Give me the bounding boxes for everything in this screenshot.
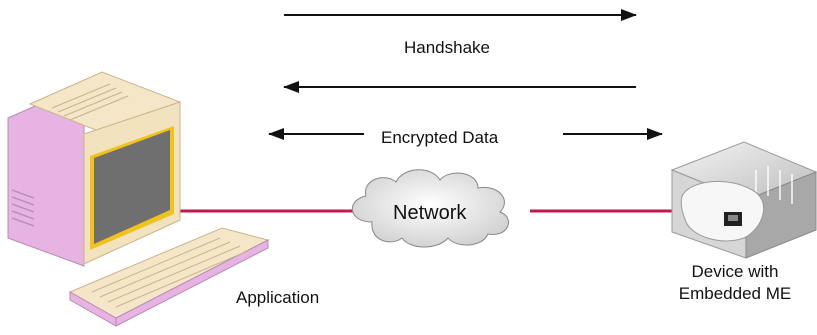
device-label-line2: Embedded ME	[678, 284, 792, 303]
device-label: Device with Embedded ME	[660, 261, 810, 305]
handshake-label: Handshake	[404, 38, 491, 57]
cloud-icon	[351, 169, 509, 248]
device-label-line1: Device with	[691, 262, 779, 281]
desktop-computer-icon	[7, 71, 270, 327]
network-label: Network	[393, 202, 467, 224]
embedded-device-icon	[670, 141, 817, 259]
application-label: Application	[236, 288, 320, 307]
encrypted-data-label: Encrypted Data	[381, 128, 499, 147]
